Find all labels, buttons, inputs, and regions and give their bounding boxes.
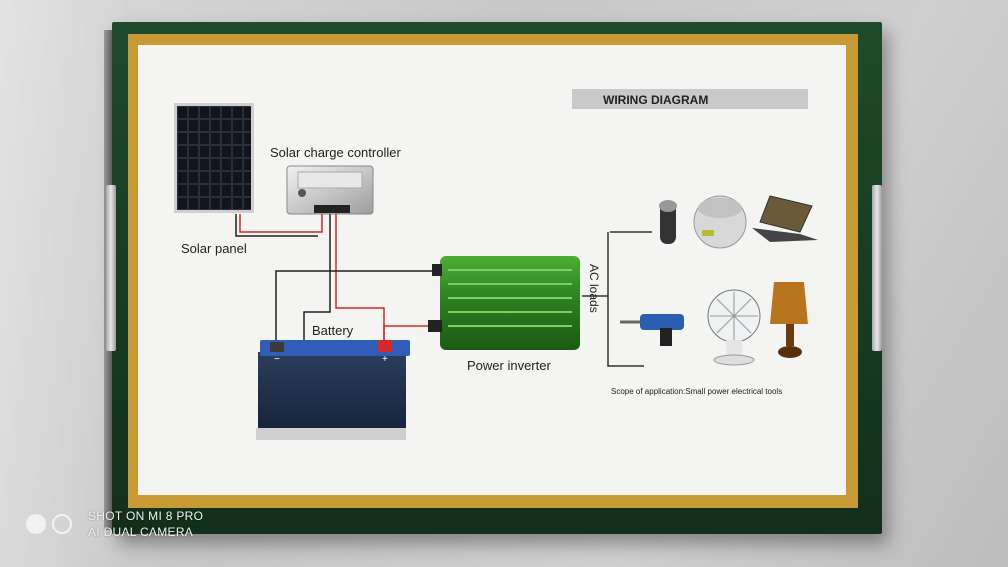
- panel-wire-red: [239, 214, 323, 233]
- controller-battery-black-wire: [303, 214, 331, 346]
- power-inverter: [428, 256, 580, 350]
- charge-controller-terminals: [314, 205, 350, 213]
- solar-panel-cells: [177, 106, 251, 210]
- battery-body: [258, 352, 406, 432]
- inverter-input-terminal-red: [428, 320, 442, 332]
- appliance-shaver: [659, 200, 677, 244]
- watermark-line2: AI DUAL CAMERA: [88, 525, 194, 539]
- lamp-icon: [770, 282, 808, 324]
- laptop-icon: [759, 195, 813, 233]
- battery: − +: [256, 340, 410, 440]
- appliance-laptop: [752, 195, 818, 242]
- appliance-rice-cooker: [693, 195, 747, 249]
- camera-watermark: SHOT ON MI 8 PRO AI DUAL CAMERA: [88, 508, 203, 540]
- battery-inverter-red-wire: [383, 325, 432, 346]
- appliance-drill: [620, 314, 684, 346]
- scope-of-application: Scope of application:Small power electri…: [611, 387, 782, 396]
- battery-label: Battery: [312, 323, 354, 338]
- battery-positive-terminal: [378, 340, 392, 352]
- solar-panel: [174, 103, 254, 213]
- appliance-lamp: [770, 282, 808, 358]
- charge-controller: [286, 165, 374, 215]
- battery-positive-sign: +: [382, 354, 388, 365]
- solar-panel-label: Solar panel: [181, 241, 247, 256]
- appliance-fan: [707, 289, 761, 366]
- inverter-input-terminal-black: [432, 264, 442, 276]
- box-clip-right: [872, 185, 882, 351]
- title-bar: WIRING DIAGRAM: [572, 89, 808, 109]
- panel-wire-black: [235, 214, 318, 237]
- box-clip-left: [106, 185, 116, 351]
- power-inverter-label: Power inverter: [467, 358, 551, 373]
- ac-loads-label: AC loads: [587, 264, 601, 313]
- battery-inverter-black-wire: [275, 270, 436, 346]
- diagram-title: WIRING DIAGRAM: [603, 93, 708, 107]
- drill-icon: [640, 314, 684, 330]
- charge-controller-label: Solar charge controller: [270, 145, 401, 160]
- ac-bus-vertical: [607, 232, 644, 367]
- wiring: [235, 214, 652, 367]
- inverter-fins: [448, 269, 572, 327]
- watermark-dot-filled: [26, 514, 46, 534]
- shaver-icon: [660, 202, 676, 244]
- battery-lid: [260, 340, 410, 356]
- battery-negative-sign: −: [274, 354, 280, 365]
- charge-controller-panel: [297, 171, 363, 189]
- watermark-dot-ring: [52, 514, 72, 534]
- charge-controller-indicator: [298, 189, 306, 197]
- title-background: [572, 89, 808, 109]
- battery-base: [256, 428, 406, 440]
- watermark-line1: SHOT ON MI 8 PRO: [88, 509, 204, 523]
- battery-negative-terminal: [270, 342, 284, 352]
